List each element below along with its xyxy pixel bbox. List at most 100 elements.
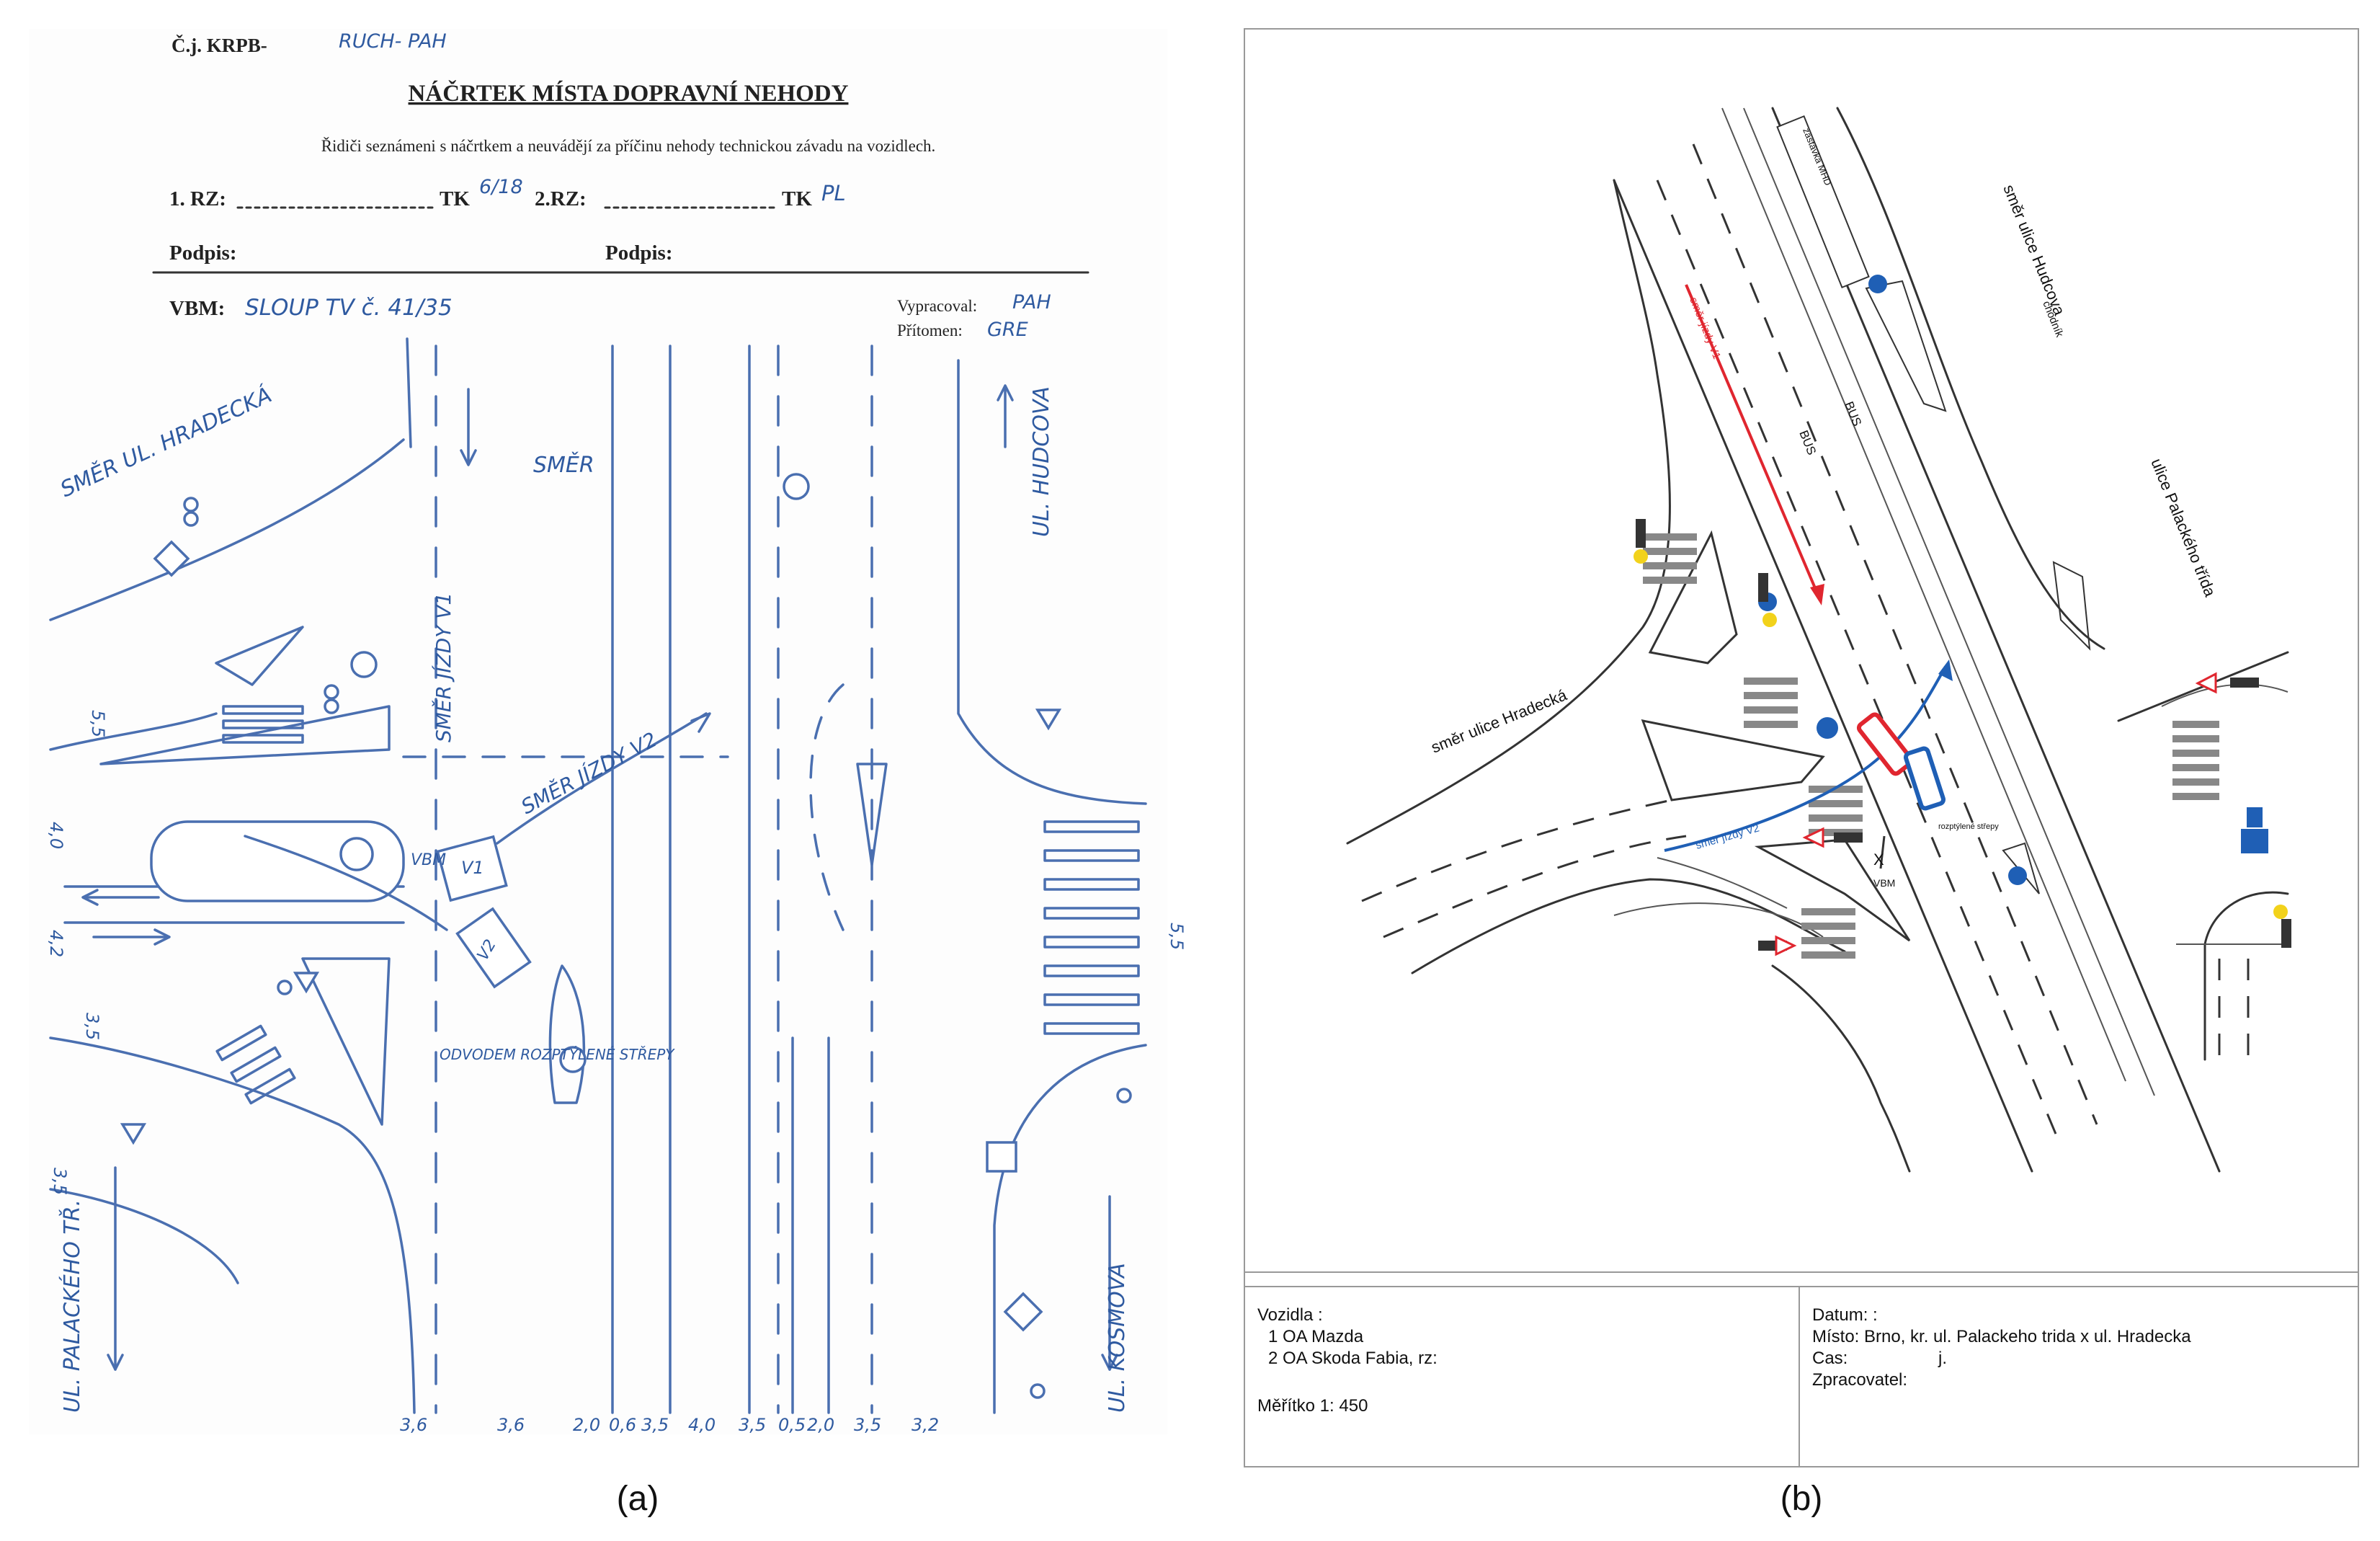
- parking-sign-icon: [986, 1141, 1017, 1173]
- cad-crossing-stripe: [1801, 937, 1855, 944]
- cad-lane-line: [1361, 799, 1672, 902]
- sketch-crossing-stripe: [1043, 820, 1140, 833]
- dimension-label: 4,0: [688, 1415, 716, 1435]
- yield-sign-icon: [1802, 827, 1824, 848]
- sketch-crossings: [215, 705, 1140, 1105]
- cad-label-debris: rozptýlené střepy: [1938, 822, 1999, 831]
- sketch-road-edge: [406, 337, 412, 448]
- traffic-light-icon: [2230, 678, 2259, 688]
- sketch-crossing-stripe: [222, 719, 304, 729]
- form-podpis2: Podpis:: [605, 241, 672, 265]
- cad-lane-line: [2161, 683, 2288, 707]
- panel-a-paper: [29, 29, 1167, 1434]
- legend-datum: Datum: :: [1812, 1305, 1878, 1325]
- cad-crossing-stripe: [1801, 923, 1855, 930]
- arrow-head-icon: [1810, 584, 1824, 605]
- cad-legend-table: Vozidla : 1 OA Mazda 2 OA Skoda Fabia, r…: [1244, 1271, 2358, 1467]
- cad-crossing-stripe: [2172, 778, 2219, 786]
- sketch-hatched-island: [215, 626, 304, 686]
- cad-vbm-pointer: [1879, 835, 1886, 869]
- sketch-vehicle-v2: [455, 907, 532, 989]
- traffic-light-icon: [1636, 519, 1646, 548]
- yield-sign-icon: [1775, 935, 1797, 956]
- cad-road-edge: [1411, 878, 1846, 974]
- sketch-dimensions-right: 5,5: [1167, 923, 1187, 950]
- cad-crossing-stripe: [1643, 562, 1697, 569]
- yield-sign-icon: [1035, 709, 1062, 731]
- cad-crossing-stripe: [1809, 814, 1863, 822]
- sketch-crossing-stripe: [1043, 964, 1140, 977]
- sketch-crossing-stripe: [1043, 1022, 1140, 1035]
- mandatory-direction-sign-icon: [350, 651, 378, 678]
- main-road-sign-icon: [153, 540, 190, 577]
- push-button-icon: [1634, 549, 1648, 564]
- hand-label-vbm: VBM: [411, 851, 446, 869]
- cad-lane-line: [1383, 835, 1687, 938]
- dimension-label: 3,5: [641, 1415, 669, 1435]
- form-rz2-tk: TK: [782, 187, 812, 210]
- cad-crossing-stripe: [1744, 721, 1798, 728]
- form-pritomen-label: Přítomen:: [897, 321, 963, 339]
- cad-road-edge: [1771, 964, 1911, 1173]
- form-vypracoval-handwritten: PAH: [1012, 291, 1051, 314]
- hand-label-smer: SMĚR: [533, 452, 594, 478]
- cad-road-edge: [2203, 891, 2289, 1061]
- arrow-head-icon: [1101, 1354, 1118, 1371]
- panel-a-handwritten-sketch: Č.j. KRPB- RUCH- PAH NÁČRTEK MÍSTA DOPRA…: [29, 29, 1187, 1518]
- dimension-label: 3,2: [912, 1415, 939, 1435]
- dimension-label: 2,0: [807, 1415, 834, 1435]
- cad-hatched-island: [1865, 280, 1947, 412]
- sketch-crossing-stripe: [222, 734, 304, 744]
- form-ref-label: Č.j. KRPB-: [171, 35, 267, 56]
- dimension-label: 4,0: [46, 822, 66, 849]
- cad-tram-stop-platform: [1776, 115, 1870, 289]
- sketch-crossing-stripe: [1043, 849, 1140, 862]
- cad-lane-line: [1656, 179, 2062, 1147]
- form-vbm-label: VBM:: [169, 297, 225, 320]
- cad-signs: [1634, 275, 2291, 956]
- traffic-light-icon: [1758, 573, 1768, 602]
- cad-hatched-island: [2052, 561, 2091, 651]
- cad-crossing-stripe: [2172, 721, 2219, 728]
- arrow-head-icon: [81, 889, 99, 906]
- form-rz2-handwritten: PL: [821, 181, 846, 205]
- form-pritomen-handwritten: GRE: [987, 319, 1028, 341]
- sketch-crossing-stripe: [1043, 878, 1140, 891]
- dimension-label: 3,5: [854, 1415, 881, 1435]
- push-button-icon: [2273, 905, 2288, 919]
- form-ref-handwritten: RUCH- PAH: [339, 30, 447, 53]
- sketch-hatched-island: [548, 964, 586, 1104]
- traffic-light-icon: [277, 980, 293, 995]
- sketch-lane-line: [809, 683, 844, 931]
- cad-vehicle-1-mazda: [1856, 712, 1914, 776]
- sketch-vehicle-v1: [436, 835, 508, 902]
- mandatory-direction-sign-icon: [2008, 866, 2027, 885]
- traffic-light-icon: [324, 698, 339, 714]
- arrow-head-icon: [997, 384, 1014, 401]
- dimension-label: 3,6: [400, 1415, 427, 1435]
- dimension-label: 4,2: [46, 930, 66, 957]
- cad-path-v1: [1685, 284, 1821, 599]
- hand-label-palackeho: UL. PALACKÉHO TŘ.: [59, 1199, 85, 1413]
- sketch-dimensions-left: 5,54,04,23,53,5: [46, 710, 108, 1195]
- cad-crossing-stripe: [1643, 533, 1697, 541]
- form-title: NÁČRTEK MÍSTA DOPRAVNÍ NEHODY: [409, 79, 849, 107]
- cad-crossing-stripe: [2172, 764, 2219, 771]
- form-vypracoval-label: Vypracoval:: [897, 297, 977, 315]
- traffic-light-icon: [324, 684, 339, 700]
- sketch-hatched-island: [856, 763, 888, 866]
- sketch-road-edge: [957, 359, 1147, 805]
- arrow-head-icon: [1938, 660, 1953, 681]
- sketch-road-edge: [993, 1044, 1147, 1414]
- hand-label-hudcova: UL. HUDCOVA: [1029, 386, 1054, 537]
- cad-label-x-mark: X: [1873, 851, 1884, 869]
- arrow-head-icon: [107, 1354, 124, 1371]
- sketch-road-edge: [49, 1036, 416, 1414]
- cad-crossing-stripe: [1643, 548, 1697, 555]
- legend-vozidla-label: Vozidla :: [1257, 1305, 1323, 1325]
- legend-vozidlo-1: 1 OA Mazda: [1268, 1327, 1364, 1346]
- cad-islands: [1641, 115, 2091, 942]
- yield-sign-icon: [120, 1123, 147, 1145]
- arrow-head-icon: [690, 712, 711, 733]
